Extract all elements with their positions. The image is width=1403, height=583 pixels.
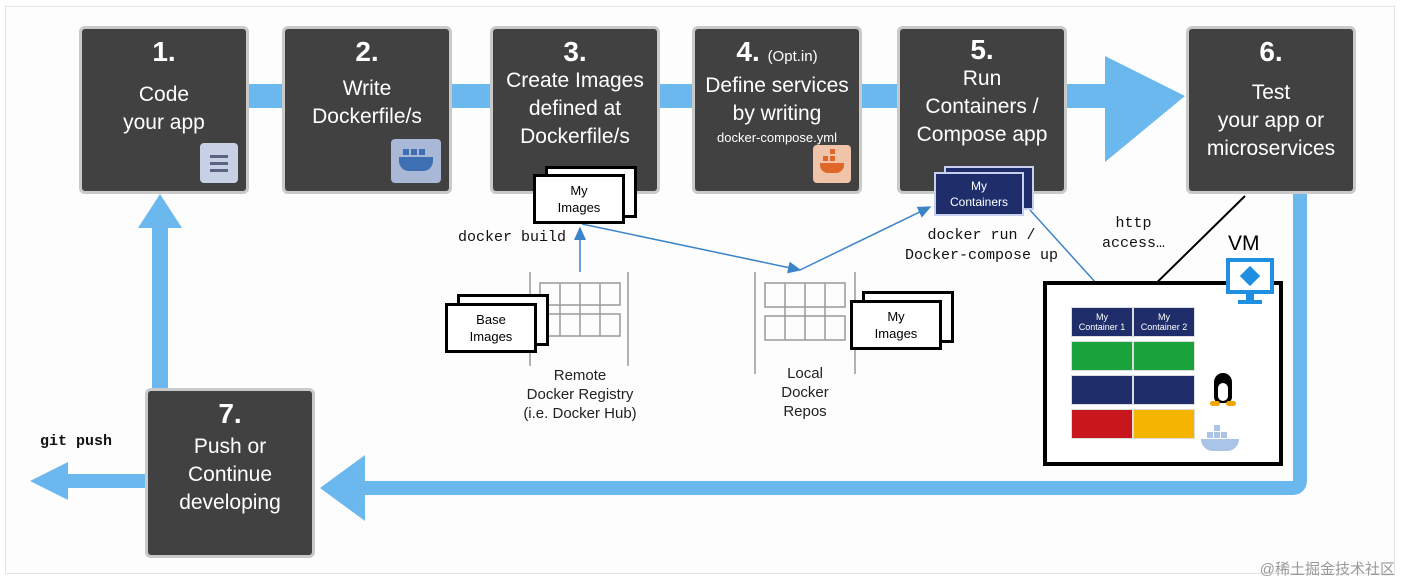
images-to-local-arrow xyxy=(581,223,802,274)
base-images-card: Base Images xyxy=(445,303,537,353)
watermark: @稀土掘金技术社区 xyxy=(1259,561,1395,578)
step-number: 4. (Opt.in) xyxy=(695,37,859,72)
step-text: Push or Continue developing xyxy=(179,435,281,514)
step-subtext: docker-compose.yml xyxy=(717,130,837,145)
container-2-cell: My Container 2 xyxy=(1133,307,1195,337)
container-cell xyxy=(1071,341,1133,371)
git-push-command: git push xyxy=(40,433,113,450)
container-1-cell: My Container 1 xyxy=(1071,307,1133,337)
azure-vm-icon xyxy=(1226,258,1278,304)
step-number: 2. xyxy=(355,36,379,67)
step-number: 5. xyxy=(970,34,994,65)
git-push-band xyxy=(60,474,150,488)
vm-label: VM xyxy=(1228,232,1260,255)
docker-run-command: docker run / Docker-compose up xyxy=(905,227,1059,264)
up-flow-band xyxy=(152,225,168,390)
step-text: Create Images defined at Dockerfile/s xyxy=(506,69,644,148)
container-cell xyxy=(1071,409,1133,439)
http-access-label: http access… xyxy=(1102,215,1166,252)
container-cell xyxy=(1133,375,1195,405)
step-4-define-services: 4. (Opt.in) Define services by writing d… xyxy=(692,26,862,194)
step-1-code-your-app: 1. Code your app xyxy=(79,26,249,194)
return-flow-arrowhead xyxy=(320,455,365,521)
local-repos-shelves xyxy=(754,272,856,374)
step-number: 6. xyxy=(1259,36,1283,67)
docker-whale-icon xyxy=(1201,425,1241,455)
return-flow xyxy=(360,192,1307,495)
top-flow-arrowhead xyxy=(1105,56,1185,162)
container-cell xyxy=(1133,341,1195,371)
optional-tag: (Opt.in) xyxy=(767,48,818,65)
linux-penguin-icon xyxy=(1210,373,1236,407)
docker-file-icon xyxy=(391,139,441,183)
step-number: 7. xyxy=(218,398,242,429)
local-my-images-card: My Images xyxy=(850,300,942,350)
up-flow-arrowhead xyxy=(138,194,182,228)
compose-file-icon xyxy=(813,145,851,183)
container-cell xyxy=(1133,409,1195,439)
step-number: 1. xyxy=(152,36,176,67)
local-repos-label: Local Docker Repos xyxy=(781,365,829,420)
remote-registry-label: Remote Docker Registry (i.e. Docker Hub) xyxy=(523,367,637,422)
my-images-card: My Images xyxy=(533,174,625,224)
vm-box: My Container 1 My Container 2 xyxy=(1043,281,1283,466)
docker-build-command: docker build xyxy=(458,229,567,246)
step-text: Test your app or microservices xyxy=(1206,81,1336,160)
document-icon xyxy=(200,143,238,183)
step-number-value: 4. xyxy=(736,36,760,67)
step-6-test-app: 6. Test your app or microservices xyxy=(1186,26,1356,194)
step-7-push-or-continue: 7. Push or Continue developing xyxy=(145,388,315,558)
step-2-write-dockerfile: 2. Write Dockerfile/s xyxy=(282,26,452,194)
step-text: Write Dockerfile/s xyxy=(312,77,422,128)
step-number: 3. xyxy=(563,36,587,67)
step-text: Define services by writing xyxy=(705,74,849,125)
step-text: Code your app xyxy=(123,83,205,134)
container-cell xyxy=(1071,375,1133,405)
local-to-containers-arrow xyxy=(799,206,932,271)
my-containers-card: My Containers xyxy=(934,172,1024,216)
git-push-arrowhead xyxy=(30,462,68,500)
step-text: Run Containers / Compose app xyxy=(916,67,1048,146)
